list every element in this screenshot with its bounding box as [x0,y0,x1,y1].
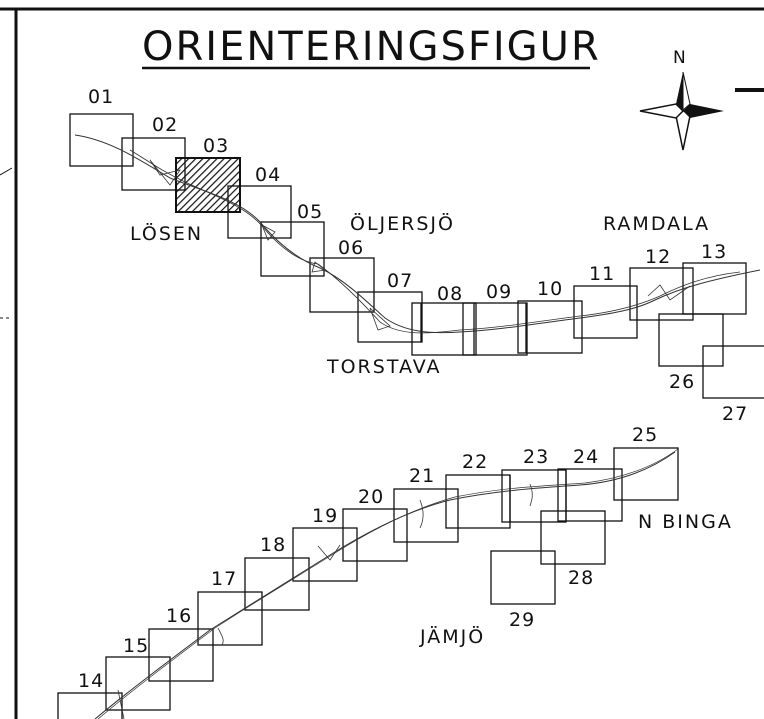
map-title: ORIENTERINGSFIGUR [142,24,601,70]
sheet-label: 15 [123,635,149,657]
sheet-27 [702,345,764,399]
sheet-label: 08 [437,283,463,305]
sheet-28 [540,510,606,565]
sheet-label: 04 [255,164,281,186]
sheet-label: 24 [573,446,599,468]
place-oljersjo: ÖLJERSJÖ [350,212,455,235]
sheet-label: 06 [338,237,364,259]
sheet-19 [292,527,358,582]
sheet-17 [197,591,263,646]
place-n-binga: N BINGA [638,511,733,533]
sheet-15 [105,656,171,711]
sheet-label: 02 [152,114,178,136]
sheet-12 [629,267,694,321]
road-alignment [74,134,761,719]
sheet-label: 29 [509,609,535,631]
place-torstava: TORSTAVA [326,356,442,378]
sheet-label: 25 [632,424,658,446]
sheet-23 [501,469,567,523]
sheet-09 [462,302,528,356]
sheet-label: 07 [387,270,413,292]
sheet-label: 03 [203,135,229,157]
sheet-label: 05 [297,201,323,223]
sheet-label: 28 [568,567,594,589]
sheet-label: 09 [486,281,512,303]
sheet-10 [517,300,583,354]
sheet-03-highlight [175,157,241,213]
sheet-01 [69,113,134,167]
sheet-02 [121,137,186,191]
sheet-18 [244,557,310,611]
sheet-label: 16 [166,605,192,627]
sheet-label: 18 [260,534,286,556]
place-losen: LÖSEN [130,222,203,245]
place-labels: LÖSEN ÖLJERSJÖ RAMDALA TORSTAVA N BINGA … [130,212,733,648]
sheet-label: 27 [722,403,748,425]
sheet-22 [445,474,511,529]
sheet-29 [490,550,556,605]
sheet-label: 22 [462,451,488,473]
sheet-16 [148,628,214,682]
sheet-04 [227,185,292,239]
sheet-label: 14 [78,670,104,692]
sheet-20 [342,508,408,562]
sheet-07 [357,291,423,343]
map-frame [0,7,764,719]
sheet-grid [57,113,764,719]
north-arrow-icon: N [639,48,724,151]
place-jamjo: JÄMJÖ [419,625,485,648]
sheet-label: 23 [523,446,549,468]
sheet-label: 13 [701,241,727,263]
sheet-label: 12 [645,246,671,268]
sheet-25 [613,447,679,501]
sheet-label: 11 [589,263,615,285]
sheet-label: 20 [358,486,384,508]
sheet-21 [393,488,459,543]
sheet-label: 21 [409,465,435,487]
sheet-label: 26 [669,371,695,393]
sheet-label: 17 [211,568,237,590]
sheet-label: 10 [537,278,563,300]
svg-text:N: N [673,48,687,68]
sheet-26 [658,313,724,367]
overlap-lines [420,303,567,522]
sheet-label: 19 [312,505,338,527]
sheet-05 [260,221,325,277]
sheet-24 [557,468,623,522]
place-ramdala: RAMDALA [603,213,710,235]
sheet-label: 01 [88,86,114,108]
sheet-11 [573,285,638,339]
sheet-06 [309,257,375,313]
sheet-14 [57,692,123,719]
sheet-labels: 01 02 03 04 05 06 07 08 09 10 11 12 13 1… [78,86,748,692]
